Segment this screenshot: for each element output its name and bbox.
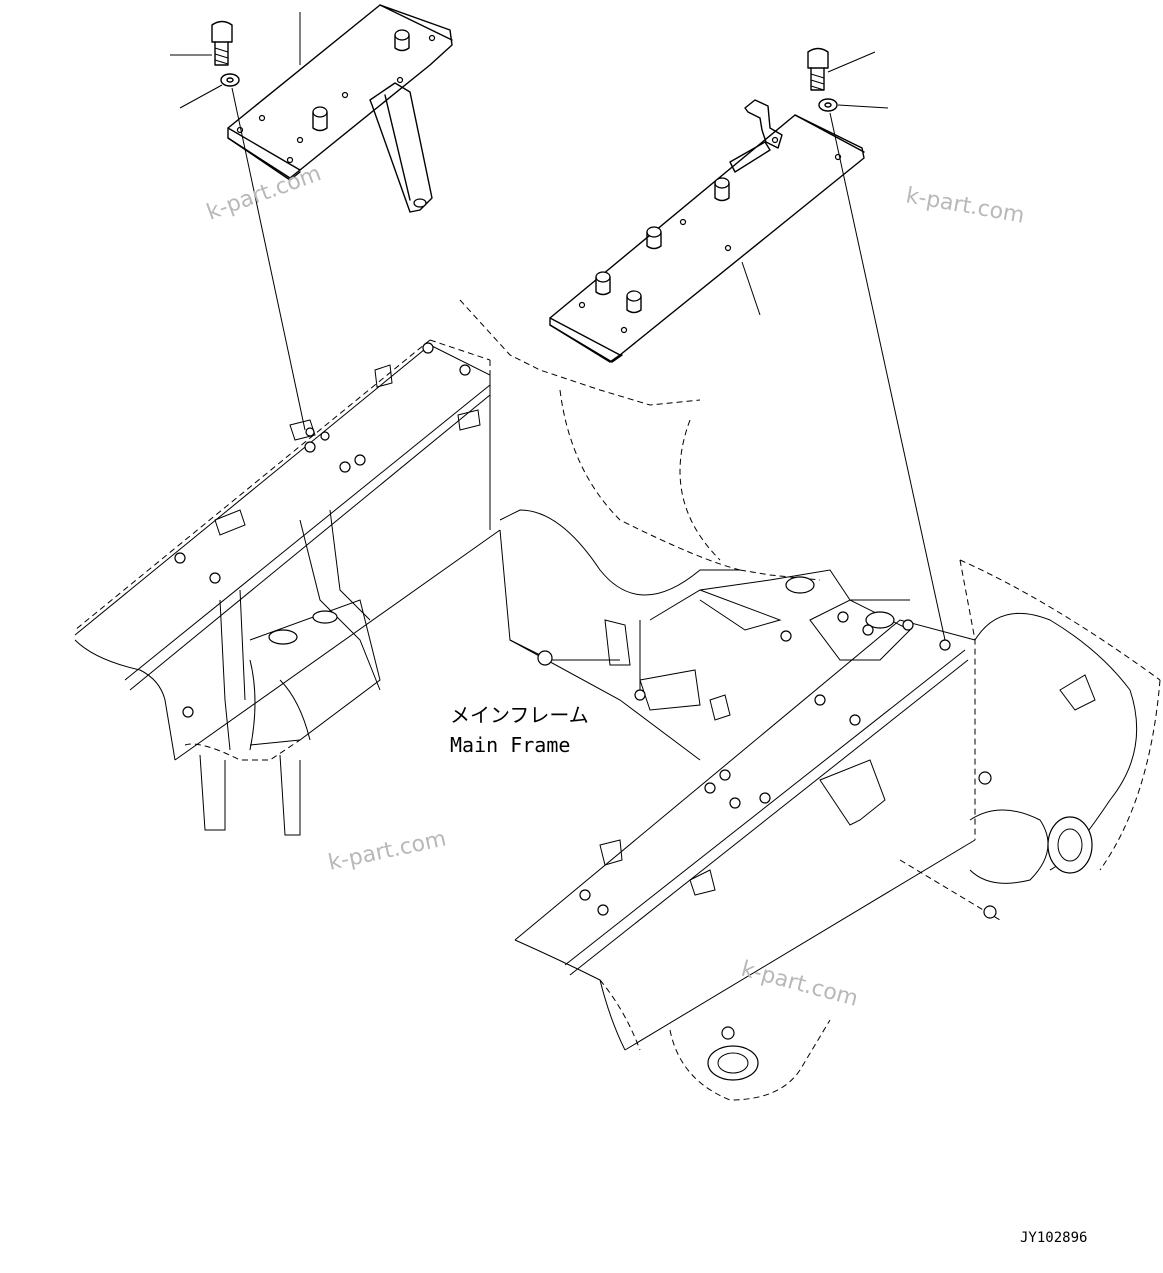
right-bolt (807, 47, 876, 91)
watermark-2: k-part.com (904, 183, 1026, 228)
main-frame-label-jp: メインフレーム (450, 703, 589, 727)
right-frame-beam (499, 509, 1138, 1081)
drawing-code: JY102896 (1020, 1230, 1087, 1246)
right-washer (818, 98, 889, 112)
main-frame-label-en: Main Frame (450, 733, 570, 757)
left-washer (179, 73, 240, 109)
watermark-3: k-part.com (326, 827, 448, 876)
main-frame-hidden-lines (74, 299, 1161, 1101)
left-cover-plate (227, 4, 453, 181)
right-bolt-axis (829, 112, 946, 641)
right-cover-plate (549, 114, 865, 363)
right-clamp (729, 99, 783, 173)
watermark-1: k-part.com (204, 161, 325, 225)
left-stay-arm (369, 82, 433, 213)
watermark-4: k-part.com (738, 957, 860, 1012)
left-frame-beam (74, 342, 501, 836)
left-bolt-axis (231, 87, 306, 431)
left-bolt (170, 20, 233, 66)
right-leader-line (741, 261, 761, 316)
